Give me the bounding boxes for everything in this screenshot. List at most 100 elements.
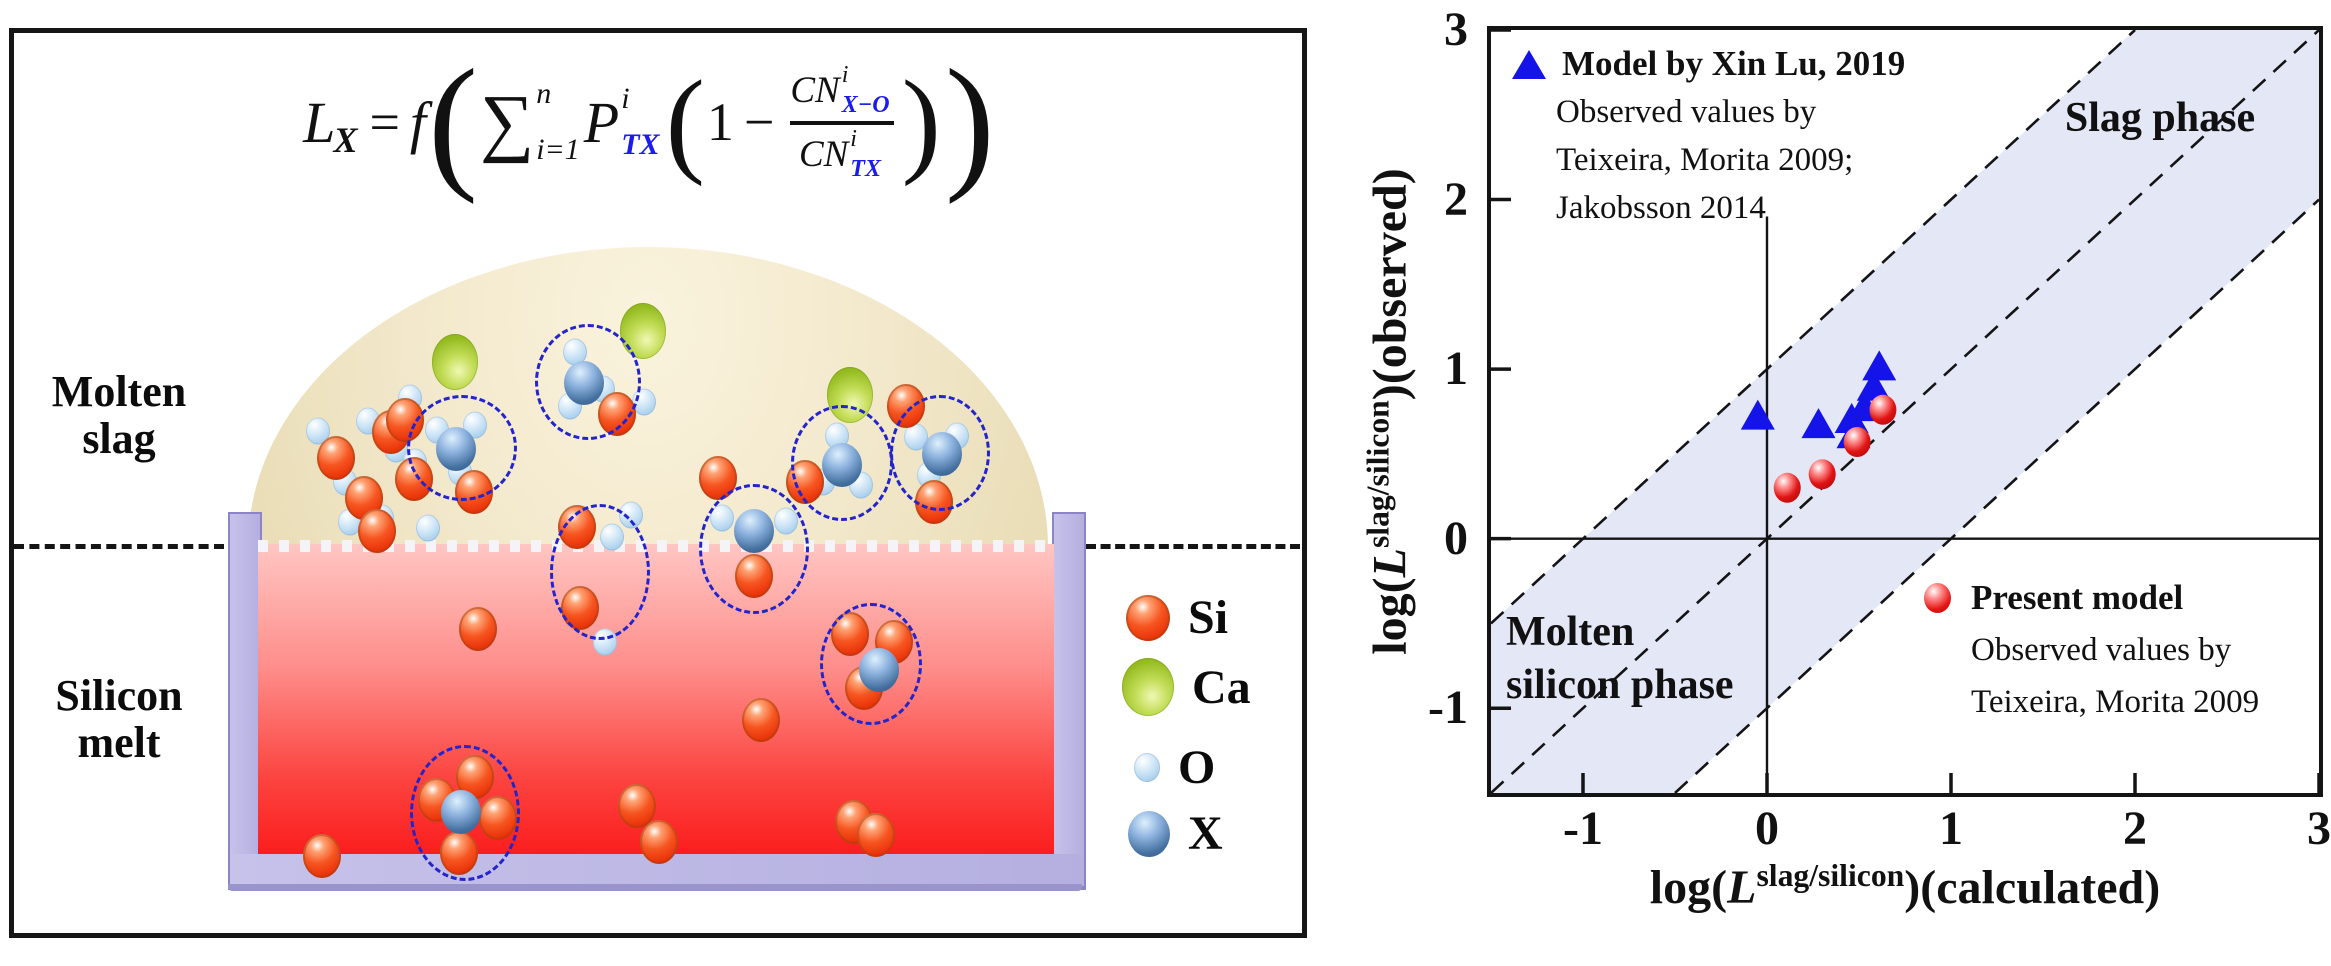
legend1-header: Model by Xin Lu, 2019	[1512, 40, 1905, 88]
si-sphere	[358, 509, 396, 553]
molten-phase-line2: silicon phase	[1506, 662, 1734, 708]
legend2-header: Present model	[1924, 572, 2259, 624]
x-tick-label: -1	[1563, 802, 1603, 855]
si-sphere	[459, 607, 497, 651]
den-scripts: i TX	[850, 127, 881, 181]
fraction-bar	[790, 121, 894, 125]
formula-minus: −	[743, 92, 775, 152]
formula-equals: =	[369, 92, 400, 152]
x-tick-label: 1	[1939, 802, 1963, 855]
molten-slag-line1: Molten	[51, 367, 187, 416]
region-label-slag-phase: Slag phase	[2064, 95, 2256, 141]
legend-item-o: O	[1134, 740, 1215, 795]
plot-frame	[1487, 26, 2323, 797]
x-axis-title: log(Lslag/silicon)(calculated)	[1491, 857, 2319, 915]
cluster-dashed-ring	[535, 324, 641, 440]
scatter-plot-area	[1490, 28, 2321, 794]
ca-sphere	[432, 334, 478, 390]
molten-slag-line2: slag	[82, 414, 156, 463]
y-tick-label: 1	[1444, 342, 1468, 396]
y-tick-label: 3	[1444, 3, 1468, 56]
num-CN: CN	[790, 69, 840, 111]
formula-f: f	[409, 89, 427, 155]
formula-close-paren-outer: )	[944, 39, 995, 205]
legend-label-ca: Ca	[1192, 660, 1251, 714]
num-scripts: i X−O	[842, 63, 890, 117]
den-sup: i	[850, 126, 857, 152]
y-title-prefix: log(	[1363, 577, 1417, 655]
left-panel-border	[9, 28, 1307, 938]
cluster-dashed-ring	[890, 395, 990, 511]
o-sphere	[416, 514, 440, 542]
legend-label-o: O	[1178, 741, 1216, 794]
cn-denominator: CN i TX	[799, 127, 885, 181]
legend2-note-1: Observed values by	[1971, 632, 2232, 668]
interface-dashed-line-left	[14, 544, 224, 549]
P-sub: TX	[621, 128, 660, 161]
cluster-dashed-ring	[407, 395, 517, 501]
data-point-triangle	[1862, 350, 1897, 381]
cluster-dashed-ring	[550, 504, 650, 640]
legend1-note-1: Observed values by	[1556, 94, 1817, 130]
x-title-var: L	[1727, 861, 1757, 914]
legend1-note-2: Teixeira, Morita 2009;	[1556, 142, 1854, 178]
silicon-melt-line2: melt	[77, 718, 161, 767]
data-point-circle	[1843, 427, 1871, 458]
P-scripts: i TX	[621, 84, 659, 160]
cn-numerator: CN i X−O	[790, 63, 893, 117]
formula-P: P	[583, 89, 620, 155]
silicon-melt-label: Silicon melt	[14, 672, 224, 766]
legend-label-x: X	[1188, 807, 1223, 860]
triangle-marker-icon	[1512, 49, 1546, 79]
si-sphere	[742, 698, 780, 742]
cluster-dashed-ring	[699, 484, 809, 614]
data-point-triangle	[1801, 408, 1836, 439]
si-sphere-icon	[1126, 594, 1170, 641]
formula-one: 1	[706, 92, 734, 152]
formula-L-sub: X	[333, 120, 358, 160]
sigma-limits: n i=1	[536, 79, 580, 165]
y-tick-label: 2	[1444, 172, 1468, 226]
data-point-triangle	[1740, 399, 1775, 430]
si-sphere	[857, 813, 895, 857]
legend-item-x: X	[1128, 806, 1223, 861]
data-point-circle	[1808, 459, 1836, 490]
sigma-lower-limit: i=1	[536, 133, 580, 166]
den-CN: CN	[798, 133, 849, 175]
legend2-note-2: Teixeira, Morita 2009	[1971, 684, 2260, 720]
x-title-prefix: log(	[1649, 861, 1728, 914]
sigma-upper-limit: n	[536, 77, 552, 110]
x-tick-label: 0	[1755, 802, 1779, 855]
x-title-sup: slag/silicon	[1756, 857, 1905, 893]
formula-open-paren-inner: (	[665, 55, 705, 187]
data-point-circle	[1869, 394, 1897, 425]
molten-phase-line1: Molten	[1506, 609, 1635, 655]
x-title-suffix: )(calculated)	[1904, 861, 2161, 914]
y-tick-label: -1	[1428, 681, 1468, 735]
crucible-shadow	[228, 884, 1082, 891]
x-tick-label: 3	[2307, 802, 2331, 855]
y-tick-label: 0	[1444, 511, 1468, 565]
ca-sphere-icon	[1122, 658, 1174, 716]
num-sub: X−O	[841, 92, 890, 118]
cluster-dashed-ring	[410, 745, 520, 881]
sigma-symbol: ∑	[480, 79, 535, 164]
y-axis-title: log(Lslag/silicon)(observed)	[1360, 168, 1418, 655]
si-sphere	[618, 784, 656, 828]
cluster-dashed-ring	[820, 603, 922, 725]
slag-melt-interface-dots	[258, 540, 1054, 552]
legend1-title: Model by Xin Lu, 2019	[1562, 44, 1906, 83]
formula-open-paren-outer: (	[428, 39, 478, 205]
legend2-title: Present model	[1971, 578, 2184, 617]
P-sup: i	[621, 82, 630, 115]
o-sphere-icon	[1134, 753, 1160, 782]
y-axis-title-wrap: log(Lslag/silicon)(observed)	[1330, 30, 1450, 793]
interface-dashed-line-right	[1086, 544, 1300, 549]
data-point-circle	[1773, 472, 1801, 503]
legend1-note-3: Jakobsson 2014	[1556, 190, 1766, 226]
x-sphere-icon	[1128, 810, 1170, 857]
formula-close-paren-inner: )	[901, 55, 941, 187]
den-sub: TX	[850, 156, 881, 182]
